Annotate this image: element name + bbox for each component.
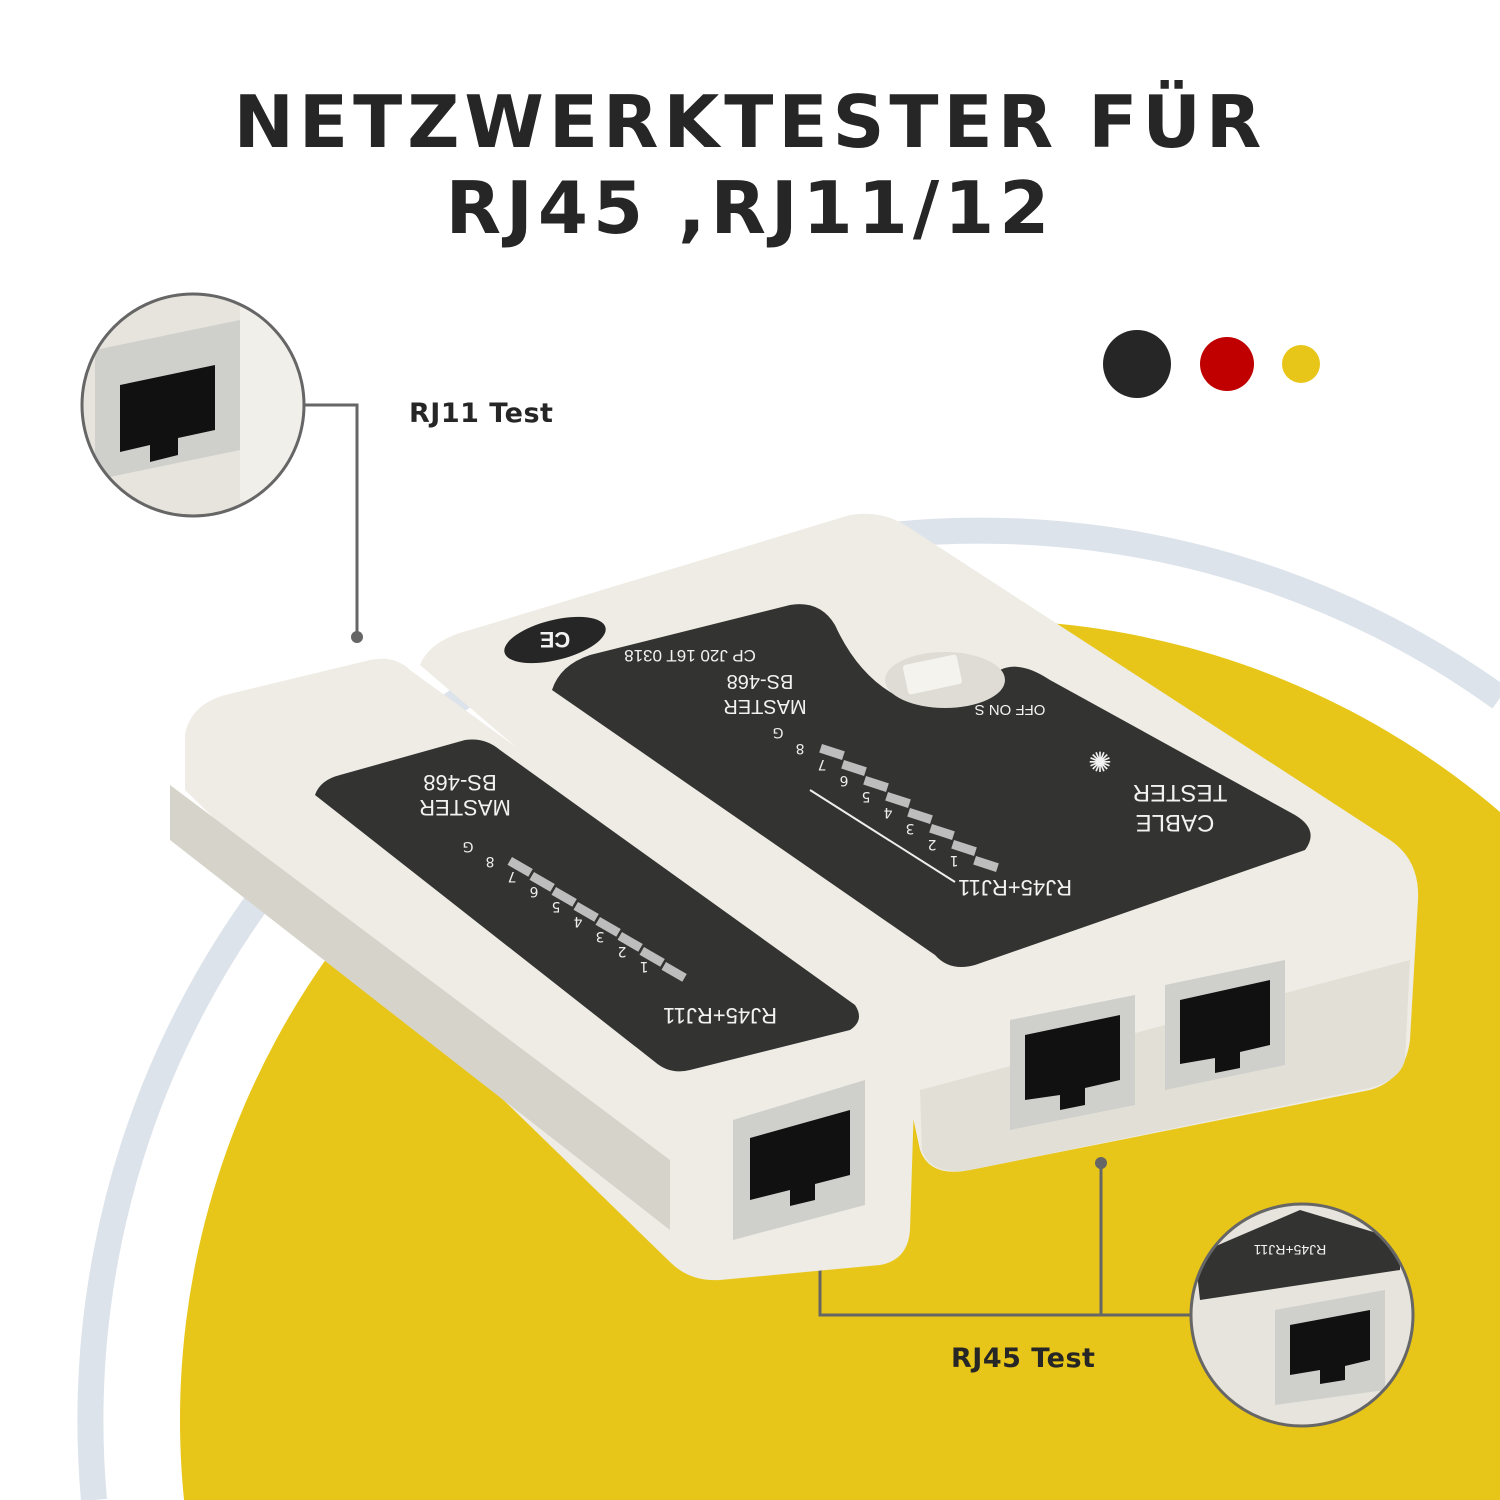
pin-label: 6 bbox=[529, 883, 538, 899]
pin-label: 4 bbox=[883, 804, 892, 820]
led-6 bbox=[863, 776, 889, 792]
pin-label: 6 bbox=[839, 772, 848, 788]
master-label: MASTER bbox=[723, 695, 806, 717]
rj11-callout-line bbox=[305, 403, 359, 637]
pin-label: 8 bbox=[486, 853, 495, 869]
page-title-line1: NETZWERKTESTER FÜR bbox=[233, 80, 1267, 164]
led-8 bbox=[507, 857, 533, 877]
rj45-port bbox=[1165, 960, 1285, 1090]
rj45-port bbox=[733, 1080, 865, 1240]
switch-label: OFF ON S bbox=[975, 701, 1046, 718]
led-1 bbox=[661, 962, 687, 982]
led-5 bbox=[573, 902, 599, 922]
led-2 bbox=[951, 839, 977, 856]
pin-label: 3 bbox=[906, 820, 915, 836]
pin-label: 4 bbox=[573, 913, 582, 929]
pin-label: 2 bbox=[928, 836, 937, 852]
callout-dot bbox=[1095, 1157, 1107, 1169]
pin-label: 7 bbox=[508, 868, 517, 884]
led-7 bbox=[841, 760, 867, 776]
led-5 bbox=[885, 792, 911, 808]
led-4 bbox=[907, 808, 933, 824]
swatch-red bbox=[1200, 337, 1254, 391]
pin-label: 5 bbox=[862, 788, 871, 804]
callout-dot bbox=[351, 631, 363, 643]
led-1 bbox=[973, 856, 999, 872]
pin-label: 3 bbox=[596, 928, 605, 944]
pin-label: 2 bbox=[618, 943, 627, 959]
port-label: RJ45+RJ11 bbox=[663, 1003, 777, 1028]
led-3 bbox=[617, 932, 643, 952]
rj45-port bbox=[1010, 995, 1135, 1130]
led-indicator-icon: ✺ bbox=[1088, 746, 1111, 779]
pin-label: 1 bbox=[640, 958, 649, 974]
led-4 bbox=[595, 917, 621, 937]
zoom-port-label: RJ45+RJ11 bbox=[1254, 1242, 1327, 1258]
led-8 bbox=[819, 744, 845, 760]
rj45-callout-line bbox=[818, 1163, 1190, 1317]
pin-label: 7 bbox=[818, 756, 827, 772]
model-label: BS-468 bbox=[727, 670, 794, 692]
rj11-zoom-frame bbox=[80, 292, 306, 518]
rj45-test-label: RJ45 Test bbox=[951, 1343, 1096, 1374]
brand-label: TESTER bbox=[1133, 779, 1228, 806]
pin-label: 1 bbox=[950, 852, 959, 868]
power-switch[interactable] bbox=[902, 654, 962, 695]
rj11-detail-zoom bbox=[83, 295, 303, 515]
master-label: MASTER bbox=[419, 795, 511, 820]
page-title-line2: RJ45 ,RJ11/12 bbox=[445, 166, 1055, 250]
main-tester-unit: CE CP J20 16T 0318 MASTER BS-468 OFF ON … bbox=[420, 513, 1419, 1172]
led-7 bbox=[529, 872, 555, 892]
swatch-black bbox=[1103, 330, 1171, 398]
led-2 bbox=[639, 947, 665, 967]
ce-mark: CE bbox=[540, 627, 571, 652]
led-6 bbox=[551, 887, 577, 907]
led-3 bbox=[929, 824, 955, 840]
swatch-yellow bbox=[1282, 345, 1320, 383]
rj11-test-label: RJ11 Test bbox=[409, 398, 554, 429]
pin-label: 5 bbox=[552, 898, 561, 914]
rj45-detail-zoom: RJ45+RJ11 bbox=[1192, 1205, 1412, 1425]
pin-label: 8 bbox=[796, 740, 805, 756]
brand-label: CABLE bbox=[1136, 809, 1215, 836]
serial-code: CP J20 16T 0318 bbox=[624, 646, 756, 665]
pin-label: G bbox=[773, 724, 784, 740]
port-label: RJ45+RJ11 bbox=[958, 875, 1072, 900]
rj45-zoom-frame bbox=[1189, 1202, 1415, 1428]
model-label: BS-468 bbox=[423, 770, 496, 795]
pin-label: G bbox=[463, 838, 474, 854]
